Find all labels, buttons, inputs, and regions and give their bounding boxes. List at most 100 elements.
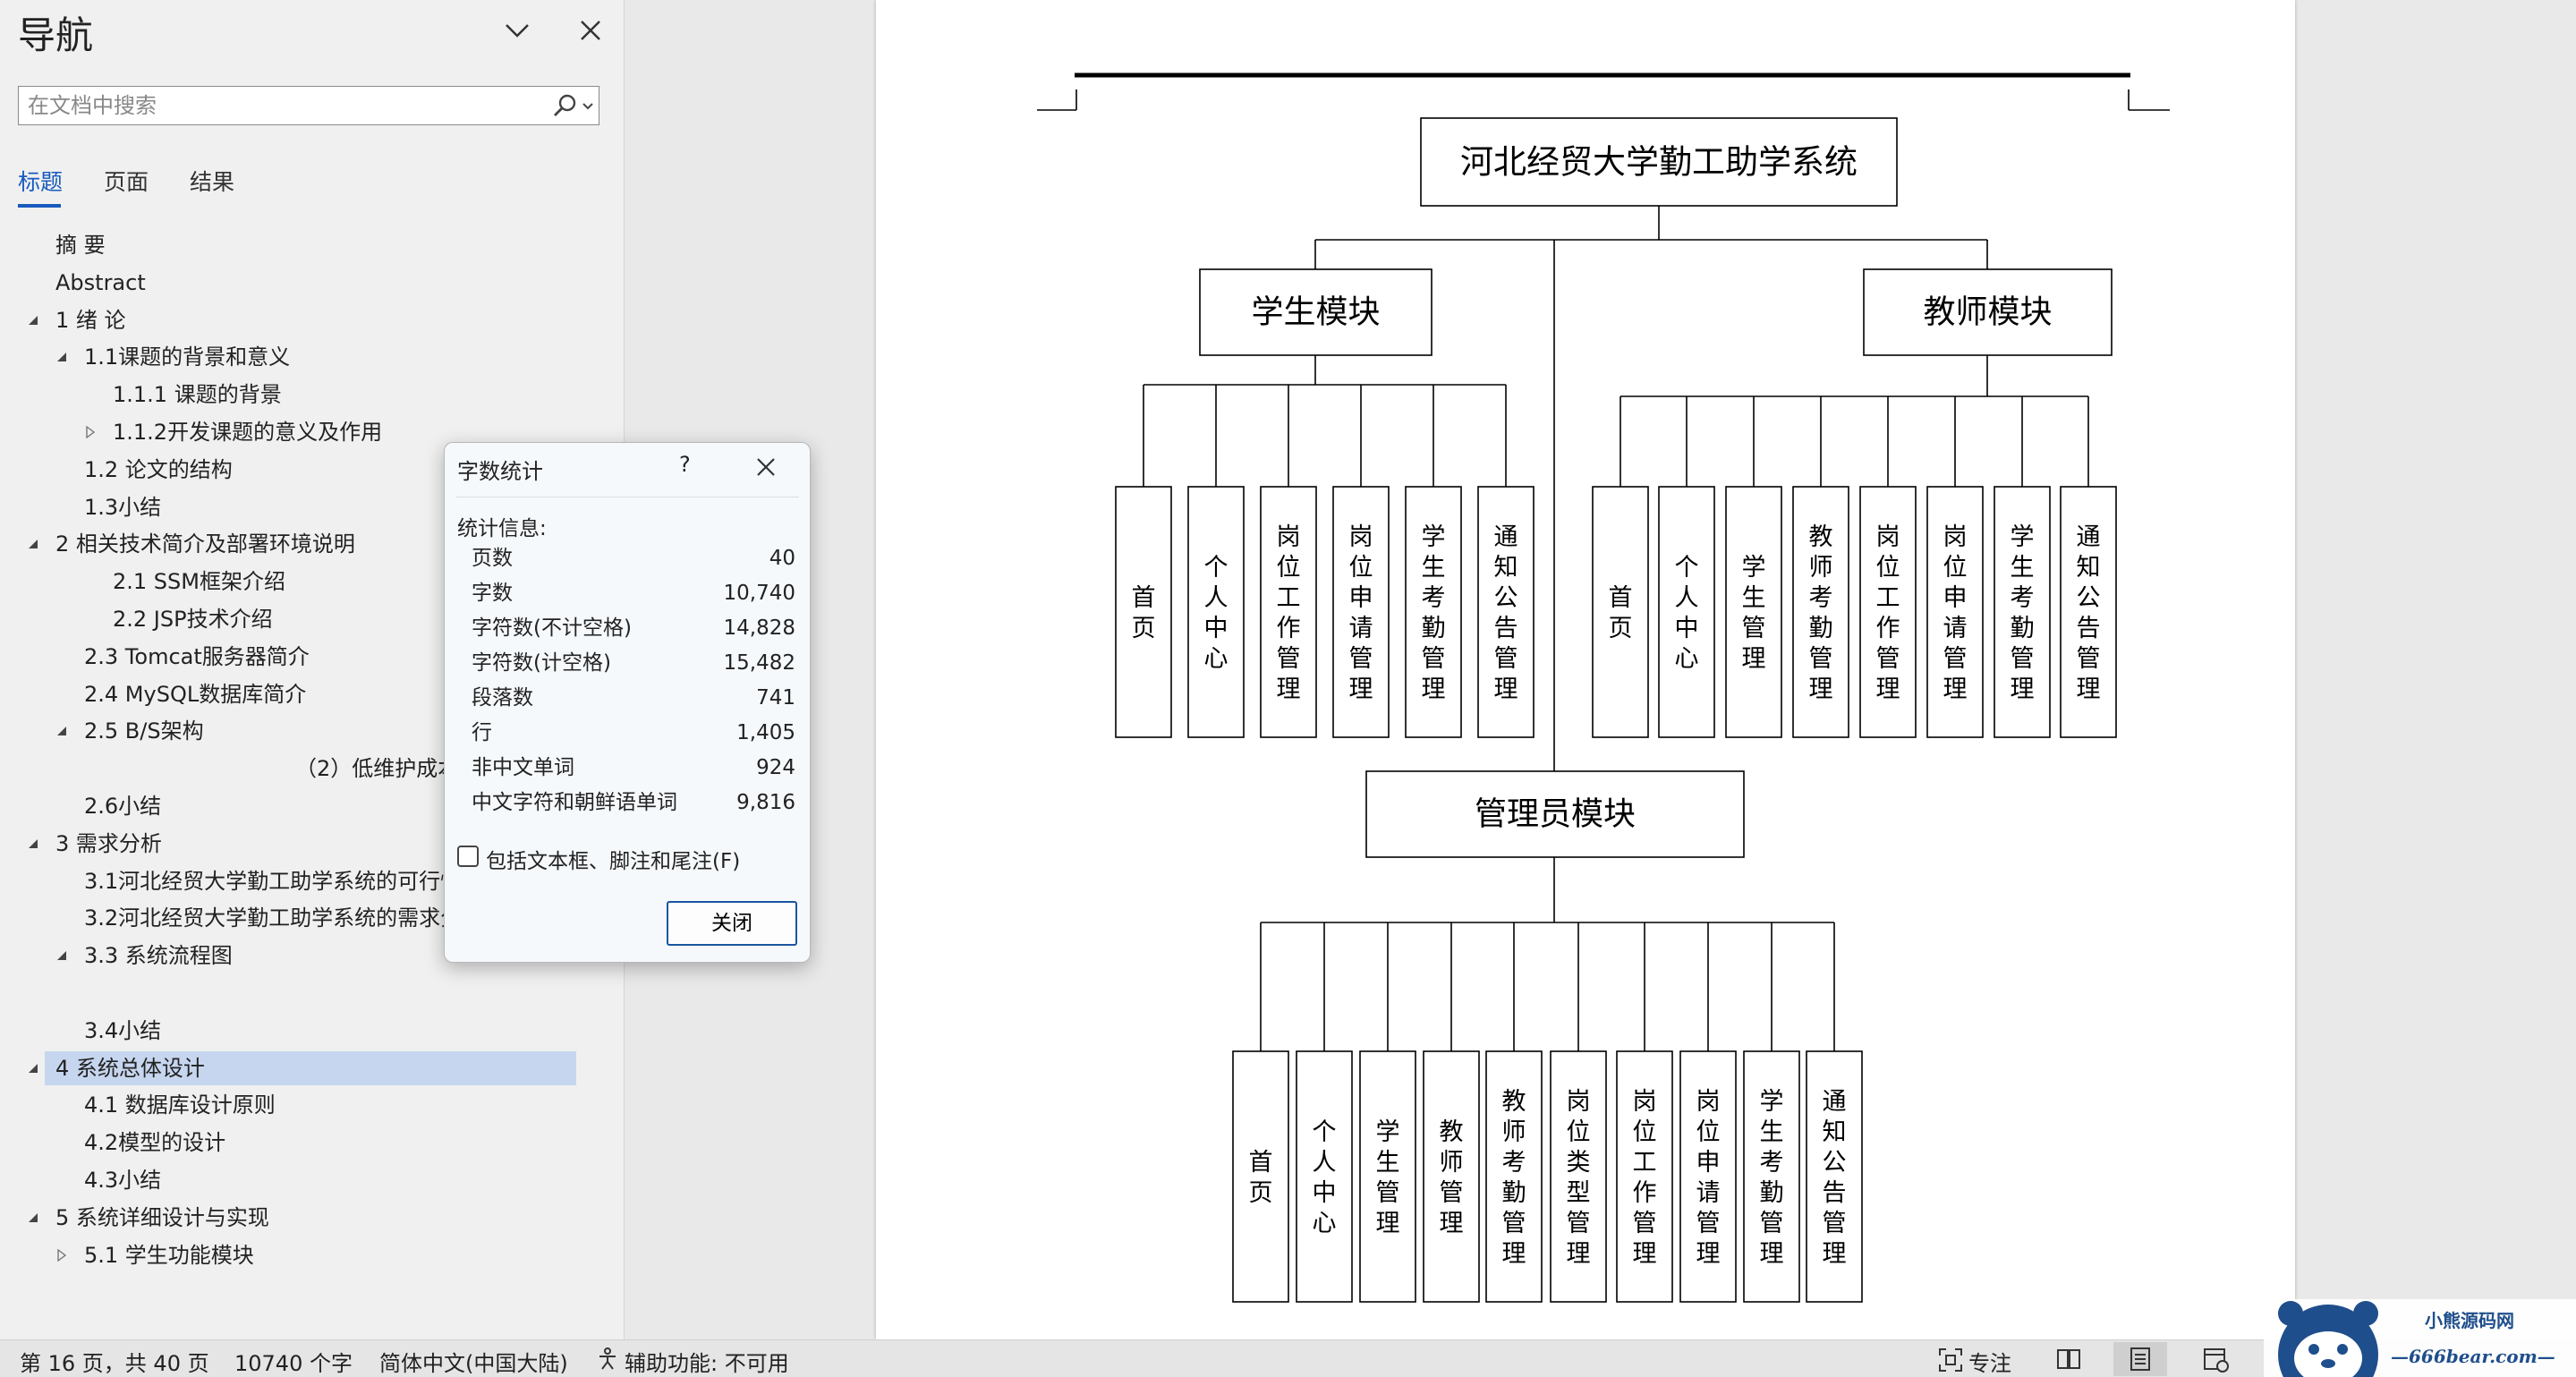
leaf-node-label: 通知公告管理: [1823, 1088, 1847, 1268]
leaf-node-label: 岗位申请管理: [1696, 1088, 1721, 1268]
leaf-node-label: 教师考勤管理: [1809, 523, 1833, 703]
expanded-triangle-icon[interactable]: [27, 1062, 39, 1075]
outline-item[interactable]: 3.1河北经贸大学勤工助学系统的可行性: [84, 864, 462, 898]
page-count[interactable]: 第 16 页，共 40 页: [20, 1351, 209, 1376]
expanded-triangle-icon[interactable]: [55, 351, 68, 363]
outline-item[interactable]: 2.6小结: [84, 789, 161, 823]
leaf-node-label: 学生考勤管理: [2011, 523, 2035, 703]
outline-item-label: 5.1 学生功能模块: [84, 1242, 254, 1268]
leaf-node-label: 教师考勤管理: [1502, 1088, 1526, 1268]
expanded-triangle-icon[interactable]: [27, 1211, 39, 1224]
outline-item-label: 2.5 B/S架构: [84, 718, 204, 744]
leaf-node: [1725, 486, 1782, 738]
tab-results[interactable]: 结果: [190, 169, 235, 195]
outline-item-label: 摘 要: [55, 233, 106, 258]
document-page[interactable]: 河北经贸大学勤工助学系统学生模块首页个人中心岗位工作管理岗位申请管理学生考勤管理…: [876, 0, 2295, 1339]
help-button[interactable]: ?: [679, 452, 691, 477]
accessibility-status[interactable]: 辅助功能: 不可用: [625, 1351, 789, 1376]
leaf-node: [1477, 486, 1535, 738]
expanded-triangle-icon[interactable]: [27, 314, 39, 327]
outline-item[interactable]: 2.4 MySQL数据库简介: [84, 677, 306, 711]
stat-label: 中文字符和朝鲜语单词: [472, 791, 677, 814]
outline-item[interactable]: 1 绪 论: [55, 303, 126, 337]
collapsed-triangle-icon[interactable]: [84, 426, 97, 438]
accessibility-icon[interactable]: [596, 1347, 619, 1371]
outline-item[interactable]: 4.3小结: [84, 1163, 161, 1197]
outline-item[interactable]: 摘 要: [55, 228, 106, 262]
leaf-node-label: 个人中心: [1204, 554, 1228, 673]
outline-item-label: 2.6小结: [84, 794, 162, 819]
outline-item-label: 1.1.2开发课题的意义及作用: [113, 420, 383, 445]
close-icon[interactable]: [752, 454, 779, 480]
print-layout-button[interactable]: [2113, 1342, 2167, 1376]
leaf-node: [1232, 1050, 1289, 1303]
outline-item-label: 3.1河北经贸大学勤工助学系统的可行性: [84, 868, 463, 894]
expanded-triangle-icon[interactable]: [55, 949, 68, 962]
outline-item-label: Abstract: [55, 269, 146, 295]
stat-value: 1,405: [736, 721, 795, 744]
leaf-node: [1806, 1050, 1863, 1303]
outline-item[interactable]: 5 系统详细设计与实现: [55, 1201, 269, 1235]
outline-item[interactable]: 2.1 SSM框架介绍: [113, 565, 285, 599]
leaf-node: [1550, 1050, 1607, 1303]
chevron-down-icon[interactable]: [499, 13, 535, 48]
leaf-node-label: 岗位工作管理: [1633, 1088, 1657, 1268]
outline-item[interactable]: （2）低维护成本: [295, 752, 459, 786]
outline-item[interactable]: 2 相关技术简介及部署环境说明: [55, 527, 355, 561]
outline-item[interactable]: 3.4小结: [84, 1014, 161, 1048]
document-area[interactable]: 河北经贸大学勤工助学系统学生模块首页个人中心岗位工作管理岗位申请管理学生考勤管理…: [625, 0, 2576, 1339]
leaf-node: [1994, 486, 2051, 738]
expanded-triangle-icon[interactable]: [27, 837, 39, 850]
focus-mode-label[interactable]: 专注: [1968, 1351, 2011, 1376]
language-indicator[interactable]: 简体中文(中国大陆): [379, 1351, 568, 1376]
outline-item[interactable]: 4 系统总体设计: [45, 1050, 576, 1085]
stat-value: 40: [769, 547, 795, 570]
tab-pages[interactable]: 页面: [104, 169, 149, 195]
outline-item[interactable]: 2.5 B/S架构: [84, 714, 204, 748]
collapsed-triangle-icon[interactable]: [55, 1248, 68, 1262]
module-node-label: 管理员模块: [1475, 796, 1636, 833]
outline-item-label: 2 相关技术简介及部署环境说明: [55, 531, 355, 557]
search-icon[interactable]: [552, 92, 579, 119]
outline-item[interactable]: 2.3 Tomcat服务器简介: [84, 640, 310, 674]
search-input[interactable]: [28, 90, 547, 121]
outline-item[interactable]: 4.1 数据库设计原则: [84, 1088, 276, 1122]
expanded-triangle-icon[interactable]: [55, 725, 68, 737]
focus-icon[interactable]: [1938, 1347, 1963, 1373]
leaf-node: [1187, 486, 1245, 738]
outline-item[interactable]: Abstract: [55, 266, 146, 300]
outline-item[interactable]: 3.2河北经贸大学勤工助学系统的需求分: [84, 901, 462, 935]
outline-item-label: （2）低维护成本: [295, 756, 460, 782]
outline-item[interactable]: 1.1.2开发课题的意义及作用: [113, 415, 382, 449]
expanded-triangle-icon[interactable]: [27, 538, 39, 550]
outline-item[interactable]: 5.1 学生功能模块: [84, 1238, 254, 1272]
leaf-node: [1115, 486, 1172, 738]
outline-item[interactable]: 1.1课题的背景和意义: [84, 340, 290, 374]
stat-value: 10,740: [723, 582, 795, 605]
outline-item[interactable]: 4.2模型的设计: [84, 1126, 225, 1160]
dropdown-arrow-icon[interactable]: [581, 99, 595, 114]
close-icon[interactable]: [573, 13, 608, 48]
outline-item[interactable]: 3 需求分析: [55, 827, 162, 861]
outline-item[interactable]: 1.3小结: [84, 490, 161, 524]
outline-item-label: 1 绪 论: [55, 307, 126, 333]
outline-item[interactable]: 2.2 JSP技术介绍: [113, 602, 273, 636]
outline-item[interactable]: 1.2 论文的结构: [84, 453, 233, 487]
tab-headings[interactable]: 标题: [18, 169, 64, 195]
search-box: [18, 86, 599, 125]
stat-label: 字符数(计空格): [472, 651, 611, 675]
include-textboxes-checkbox[interactable]: [457, 846, 479, 867]
outline-item[interactable]: 3.3 系统流程图: [84, 939, 233, 973]
read-mode-button[interactable]: [2042, 1342, 2096, 1376]
book-icon: [2057, 1349, 2080, 1369]
word-count[interactable]: 10740 个字: [234, 1351, 353, 1376]
web-layout-button[interactable]: [2189, 1342, 2242, 1376]
close-button[interactable]: 关闭: [667, 901, 797, 946]
outline-item[interactable]: 1.1.1 课题的背景: [113, 378, 282, 412]
outline-item-label: 2.4 MySQL数据库简介: [84, 681, 307, 707]
leaf-node: [1658, 486, 1715, 738]
outline-item-label: 2.1 SSM框架介绍: [113, 569, 285, 595]
